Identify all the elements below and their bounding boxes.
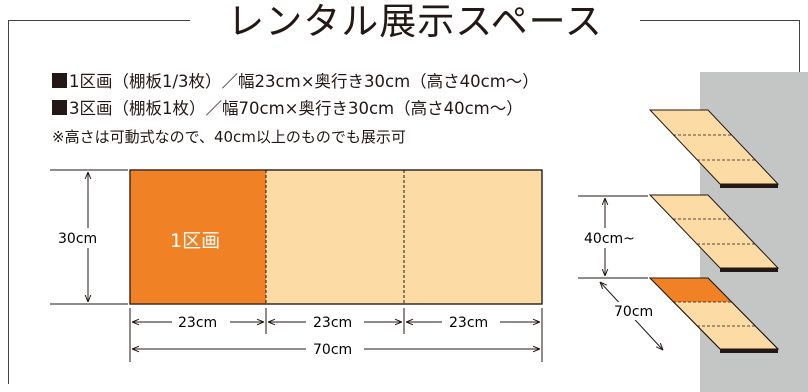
width-label-2: 23cm [313,315,352,331]
depth-label: 30cm [58,231,97,247]
spec-text-1: 1区画（棚板1/3枚）／幅23cm×奥行き30cm（高さ40cm〜） [69,72,539,91]
section-highlight [130,170,266,304]
bullet-square-icon [52,100,67,115]
page-title: レンタル展示スペース [190,0,640,44]
section-highlight-side [650,278,731,302]
spec-line-1: 1区画（棚板1/3枚）／幅23cm×奥行き30cm（高さ40cm〜） [52,72,539,92]
width-label-3: 23cm [449,315,488,331]
spec-text-2: 3区画（棚板1枚）／幅70cm×奥行き30cm（高さ40cm〜） [69,99,523,118]
total-width-label: 70cm [313,342,352,358]
bullet-square-icon [52,73,67,88]
spec-line-2: 3区画（棚板1枚）／幅70cm×奥行き30cm（高さ40cm〜） [52,99,523,119]
shelf-depth-label: 70cm [614,304,653,320]
note-text: ※高さは可動式なので、40cm以上のものでも展示可 [52,128,406,146]
width-label-1: 23cm [178,315,217,331]
shelf-side-view: 40cm~ 70cm [578,72,808,392]
shelf-top-view: 1区画 [129,169,543,305]
depth-dimension: 30cm [50,169,128,305]
section-label: 1区画 [170,230,220,252]
height-label: 40cm~ [584,231,635,247]
width-dimensions: 23cm 23cm 23cm 70cm [129,308,543,362]
